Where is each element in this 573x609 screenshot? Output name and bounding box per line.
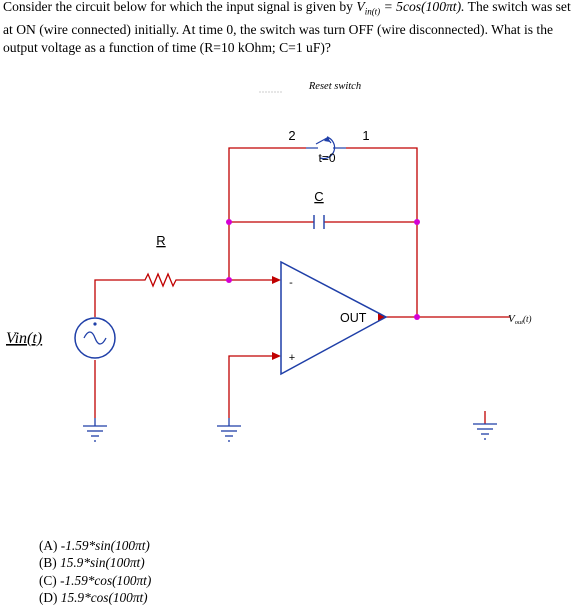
choice-c-letter: (C) [39, 572, 61, 588]
opamp-minus-label: - [289, 277, 293, 289]
question-part1: Consider the circuit below for which the… [3, 0, 357, 14]
inverting-arrow [272, 276, 281, 284]
choice-c-answer: -1.59*cos(100πt) [60, 572, 152, 588]
ground-symbol-right [473, 423, 497, 440]
resistor-symbol [140, 272, 178, 288]
vout-subscript: out [515, 319, 524, 326]
choice-a-answer: -1.59*sin(100πt) [60, 538, 150, 553]
vout-label: Vout(t) [508, 313, 532, 326]
capacitor-symbol [313, 215, 325, 229]
switch-arrow-icon [324, 136, 330, 142]
output-arrow [378, 313, 386, 321]
source-positive-dot [93, 322, 97, 326]
sine-wave-icon [83, 331, 107, 345]
node-cap-right [414, 219, 420, 225]
choice-d-answer: 15.9*cos(100πt) [60, 590, 148, 606]
vin-label: Vin(t) [6, 330, 42, 347]
ground-symbol-left [83, 418, 107, 442]
circuit-wires [94, 147, 510, 424]
answer-choices: (A) -1.59*sin(100πt) (B) 15.9*sin(100πt)… [39, 537, 151, 607]
choice-b-letter: (B) [39, 555, 61, 571]
choice-c[interactable]: (C) -1.59*cos(100πt) [39, 572, 151, 589]
vout-symbol: V [508, 313, 516, 325]
node-cap-left [226, 219, 232, 225]
choice-a[interactable]: (A) -1.59*sin(100πt) [39, 537, 151, 554]
node-output [414, 314, 420, 320]
wire-input [94, 279, 140, 317]
node-inverting [226, 277, 232, 283]
opamp-symbol [280, 260, 388, 376]
vin-symbol: V [356, 0, 365, 14]
wire-right-feedback [346, 147, 418, 316]
opamp-plus-label: + [289, 352, 295, 364]
vout-argument: (t) [523, 314, 532, 324]
ground-symbol-middle [217, 418, 241, 442]
reset-switch-label: Reset switch [308, 81, 361, 92]
input-equation: = 5cos(100πt). [380, 0, 465, 14]
switch-pin-2: 2 [288, 128, 295, 143]
wire-left-feedback [228, 147, 306, 279]
resistor-label: R [156, 233, 165, 248]
ac-source-symbol [74, 317, 116, 359]
question-text: Consider the circuit below for which the… [3, 0, 571, 56]
choice-d[interactable]: (D) 15.9*cos(100πt) [39, 589, 151, 606]
choice-d-letter: (D) [39, 590, 61, 606]
switch-pin-1: 1 [362, 128, 369, 143]
wire-noninverting [228, 355, 272, 418]
question-part2: The switch was set at ON (wire connected… [3, 0, 571, 55]
noninverting-arrow [272, 352, 281, 360]
capacitor-label: C [314, 189, 323, 204]
choice-b[interactable]: (B) 15.9*sin(100πt) [39, 554, 151, 571]
choice-b-answer: 15.9*sin(100πt) [60, 555, 145, 571]
choice-a-letter: (A) [39, 538, 61, 553]
vin-subscript: in(t) [364, 6, 381, 17]
switch-time-label: t=0 [318, 151, 335, 165]
opamp-out-label: OUT [340, 311, 367, 325]
junction-nodes [226, 219, 420, 320]
